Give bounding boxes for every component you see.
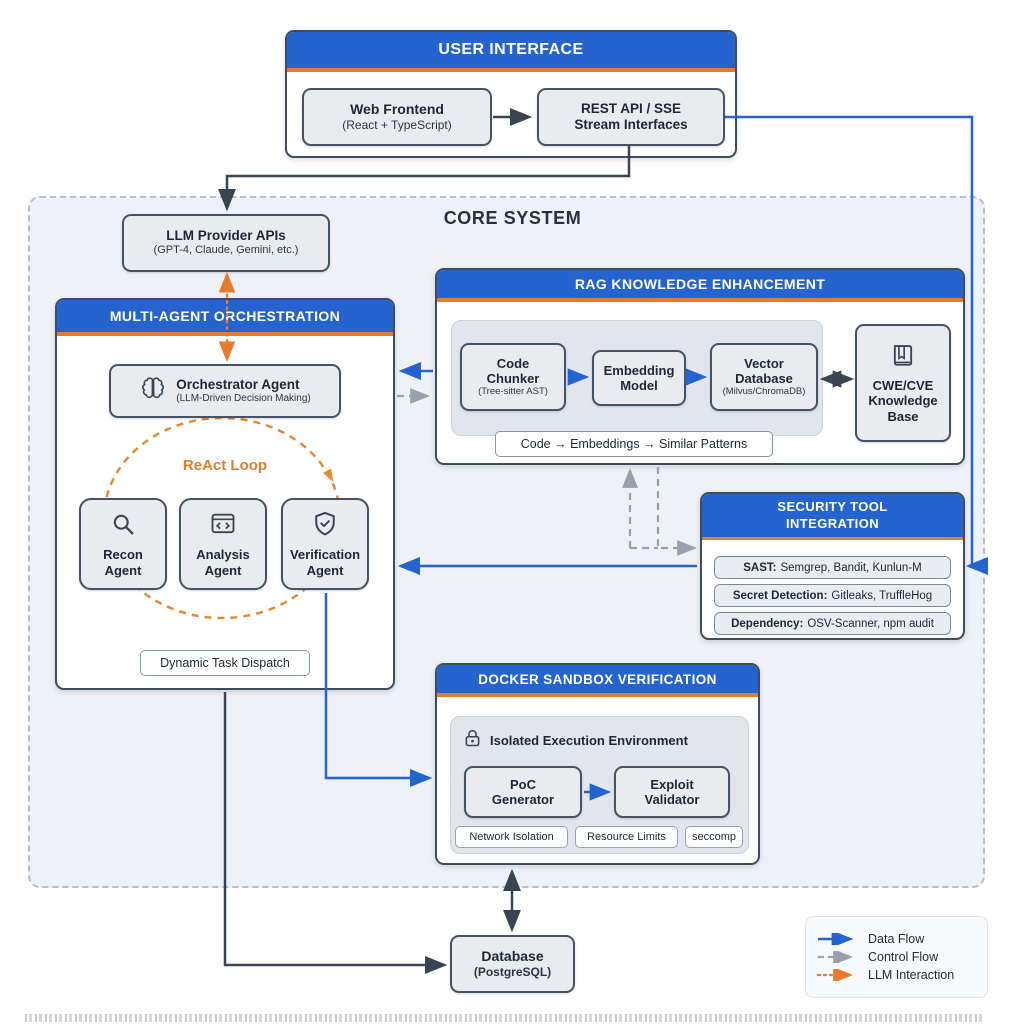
isolated-env-title: Isolated Execution Environment: [490, 733, 688, 749]
multi-agent-orchestration-title: MULTI-AGENT ORCHESTRATION: [109, 308, 341, 324]
isolated-env-heading: Isolated Execution Environment: [462, 728, 688, 754]
dynamic-task-dispatch-label: Dynamic Task Dispatch: [140, 650, 310, 676]
magnifier-icon: [109, 510, 137, 543]
recon-agent-label-1: Recon: [103, 547, 143, 563]
exploit-validator-label-2: Validator: [644, 792, 700, 807]
secret-detection-label: Secret Detection:: [732, 589, 828, 602]
orchestrator-agent-node: Orchestrator Agent (LLM-Driven Decision …: [109, 364, 341, 418]
embedding-model-label-2: Model: [620, 378, 658, 393]
vector-database-label-2: Database: [735, 371, 793, 387]
analysis-agent-label-2: Agent: [204, 562, 242, 578]
rest-api-node: REST API / SSE Stream Interfaces: [537, 88, 725, 146]
web-frontend-title: Web Frontend: [350, 101, 444, 118]
web-frontend-node: Web Frontend (React + TypeScript): [302, 88, 492, 146]
cwe-cve-label-2: Knowledge: [868, 393, 938, 409]
react-loop-label: ReAct Loop: [182, 457, 268, 474]
security-tool-row-dependency: Dependency: OSV-Scanner, npm audit: [714, 612, 951, 635]
cwe-cve-knowledge-base-node: CWE/CVE Knowledge Base: [855, 324, 951, 442]
verification-agent-label-2: Agent: [306, 562, 344, 578]
database-node: Database (PostgreSQL): [450, 935, 575, 993]
security-tools-title-1: SECURITY TOOL: [777, 498, 888, 514]
exploit-validator-label-1: Exploit: [650, 776, 694, 792]
llm-provider-title: LLM Provider APIs: [166, 228, 286, 244]
recon-agent-node: Recon Agent: [79, 498, 167, 590]
react-loop-arrowhead-right: [323, 468, 334, 483]
rag-header: RAG KNOWLEDGE ENHANCEMENT: [437, 270, 963, 302]
code-chunker-node: Code Chunker (Tree-sitter AST): [460, 343, 566, 411]
cwe-cve-label-1: CWE/CVE: [872, 378, 934, 393]
badge-network-isolation: Network Isolation: [455, 826, 568, 848]
user-interface-header: USER INTERFACE: [287, 32, 735, 72]
llm-provider-subtitle: (GPT-4, Claude, Gemini, etc.): [153, 244, 299, 257]
clipped-bottom-text: [25, 1014, 985, 1022]
vector-database-label-1: Vector: [744, 355, 784, 371]
poc-generator-label-2: Generator: [491, 792, 555, 807]
dependency-value: OSV-Scanner, npm audit: [807, 617, 934, 630]
security-tool-row-sast: SAST: Semgrep, Bandit, Kunlun-M: [714, 556, 951, 579]
recon-agent-label-2: Agent: [104, 562, 142, 578]
code-window-icon: [209, 510, 237, 543]
embedding-model-label-1: Embedding: [603, 362, 675, 378]
core-system-title: CORE SYSTEM: [443, 208, 582, 228]
code-chunker-subtitle: (Tree-sitter AST): [478, 386, 548, 398]
security-tool-row-secrets: Secret Detection: Gitleaks, TruffleHog: [714, 584, 951, 607]
poc-generator-node: PoC Generator: [464, 766, 582, 818]
docker-sandbox-title: DOCKER SANDBOX VERIFICATION: [478, 671, 717, 687]
verification-agent-node: Verification Agent: [281, 498, 369, 590]
data-flow-arrow-sample: [818, 933, 854, 945]
security-tools-header: SECURITY TOOL INTEGRATION: [702, 494, 963, 540]
verification-agent-label-1: Verification: [289, 547, 361, 563]
rag-title: RAG KNOWLEDGE ENHANCEMENT: [574, 276, 826, 292]
orchestrator-agent-title: Orchestrator Agent: [176, 376, 300, 392]
rest-api-title: REST API / SSE: [580, 101, 682, 117]
shield-check-icon: [311, 510, 339, 543]
exploit-validator-node: Exploit Validator: [614, 766, 730, 818]
badge-seccomp: seccomp: [685, 826, 743, 848]
user-interface-panel: USER INTERFACE Web Frontend (React + Typ…: [285, 30, 737, 158]
legend-data-flow-label: Data Flow: [868, 932, 925, 946]
code-chunker-label-1: Code: [496, 355, 530, 371]
orchestrator-agent-subtitle: (LLM-Driven Decision Making): [176, 392, 311, 404]
vector-database-subtitle: (Milvus/ChromaDB): [722, 386, 806, 398]
book-icon: [889, 342, 917, 375]
rest-api-subtitle: Stream Interfaces: [574, 117, 688, 132]
docker-sandbox-header: DOCKER SANDBOX VERIFICATION: [437, 665, 758, 697]
security-tools-title-2: INTEGRATION: [786, 515, 879, 531]
llm-interaction-arrow-sample: [816, 969, 853, 981]
analysis-agent-node: Analysis Agent: [179, 498, 267, 590]
code-chunker-label-2: Chunker: [486, 371, 540, 387]
badge-resource-limits: Resource Limits: [575, 826, 678, 848]
rag-flow-caption: Code → Embeddings → Similar Patterns: [495, 431, 773, 457]
legend-row-control-flow: Control Flow: [816, 950, 977, 964]
legend-llm-interaction-label: LLM Interaction: [868, 968, 955, 982]
secret-detection-value: Gitleaks, TruffleHog: [831, 589, 933, 602]
database-title: Database: [481, 948, 544, 965]
legend-row-data-flow: Data Flow: [816, 932, 977, 946]
poc-generator-label-1: PoC: [510, 776, 536, 792]
lock-icon: [462, 728, 483, 754]
multi-agent-orchestration-panel: MULTI-AGENT ORCHESTRATION: [55, 298, 395, 690]
vector-database-node: Vector Database (Milvus/ChromaDB): [710, 343, 818, 411]
database-subtitle: (PostgreSQL): [473, 964, 552, 979]
web-frontend-subtitle: (React + TypeScript): [342, 117, 452, 132]
embedding-model-node: Embedding Model: [592, 350, 686, 406]
cwe-cve-label-3: Base: [887, 408, 919, 424]
analysis-agent-label-1: Analysis: [196, 547, 250, 563]
legend-control-flow-label: Control Flow: [868, 950, 939, 964]
legend: Data Flow Control Flow LLM Interaction: [805, 916, 988, 998]
legend-row-llm-interaction: LLM Interaction: [816, 968, 977, 982]
sast-value: Semgrep, Bandit, Kunlun-M: [780, 561, 922, 574]
llm-provider-apis-node: LLM Provider APIs (GPT-4, Claude, Gemini…: [122, 214, 330, 272]
sast-label: SAST:: [743, 561, 777, 574]
multi-agent-orchestration-header: MULTI-AGENT ORCHESTRATION: [57, 300, 393, 336]
user-interface-title: USER INTERFACE: [438, 41, 584, 58]
brain-icon: [139, 375, 167, 408]
control-flow-arrow-sample: [818, 951, 853, 963]
dependency-label: Dependency:: [731, 617, 804, 630]
